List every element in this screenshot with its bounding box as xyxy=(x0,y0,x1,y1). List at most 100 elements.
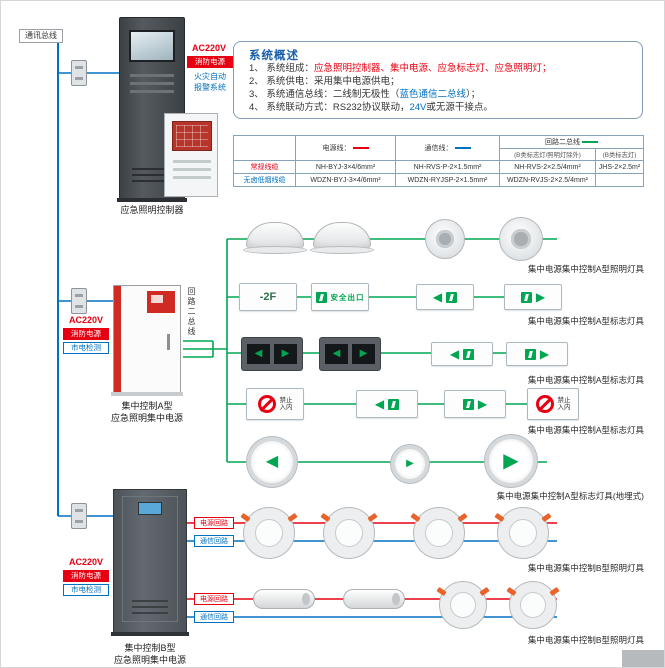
exit-sign-left: ◀ xyxy=(431,342,493,366)
sub-panel-slot xyxy=(173,160,211,163)
loop-bus-trunk xyxy=(183,239,228,462)
regular-power-cable: NH-BYJ-3×4/6mm² xyxy=(295,160,396,174)
arrow-right-icon: ▶ xyxy=(539,347,550,361)
no-entry-icon xyxy=(535,395,554,413)
spring-clip-icon xyxy=(287,512,298,523)
overview-item-2: 2、 系统供电：采用集中电源供电； xyxy=(249,76,631,88)
power-b-vent xyxy=(132,606,168,608)
arrow-right-icon: ▶ xyxy=(535,290,546,304)
wire-table-row-regular: 常规线缆 NH-BYJ-3×4/6mm² NH-RVS-P-2×1.5mm² N… xyxy=(233,160,644,174)
spring-clip-icon xyxy=(410,512,421,523)
overview-item-3-suffix: ）； xyxy=(465,89,481,100)
controller-vent xyxy=(132,174,172,176)
arrow-right-icon: ▶ xyxy=(359,347,368,359)
running-man-icon xyxy=(463,348,475,360)
buried-light: ▶ xyxy=(391,445,429,483)
floor-sign: ◀ ▶ xyxy=(319,337,381,371)
power-b-vent xyxy=(132,612,168,614)
power-a-red-stripe xyxy=(114,286,121,392)
controller-base xyxy=(117,198,187,202)
lszh-loop-cable: WDZN-RVJS-2×2.5/4mm² xyxy=(499,173,596,187)
power-loop-label: 电源回路 xyxy=(194,593,234,605)
power-b-fire-power-label: 消防电源 xyxy=(63,570,109,582)
floor-sign: ◀ ▶ xyxy=(241,337,303,371)
downlight xyxy=(436,581,490,629)
controller-screen xyxy=(129,30,175,62)
spring-clip-icon xyxy=(506,586,517,597)
spring-clip-icon xyxy=(240,512,251,523)
tube-lamp xyxy=(253,589,315,609)
regular-loop-cable-b: JHS-2×2.5m² xyxy=(595,160,644,174)
no-entry-text-line2: 入内 xyxy=(279,404,293,411)
spring-clip-icon xyxy=(367,512,378,523)
lszh-power-cable: WDZN-BYJ-3×4/6mm² xyxy=(295,173,396,187)
running-man-icon xyxy=(524,348,536,360)
floor-sign-panel: ▶ xyxy=(273,343,298,365)
arrow-left-icon: ◀ xyxy=(374,397,385,411)
bus-module-icon xyxy=(71,288,87,314)
downlight xyxy=(410,507,468,559)
downlight xyxy=(240,507,298,559)
arrow-left-icon: ◀ xyxy=(265,453,279,470)
power-b-door xyxy=(122,496,178,622)
arrow-left-icon: ◀ xyxy=(432,290,443,304)
exit-sign-left: ◀ xyxy=(416,284,474,310)
exit-sign-left: ◀ xyxy=(356,390,418,418)
regular-cable-label: 常规线缆 xyxy=(233,160,296,174)
comm-line-header: 通信线： xyxy=(395,135,500,161)
spring-clip-icon xyxy=(549,586,560,597)
overview-item-1: 1、 系统组成：应急照明控制器、集中电源、应急标志灯、应急照明灯； xyxy=(249,63,631,75)
controller-vent xyxy=(132,180,172,182)
ceiling-lamp xyxy=(243,222,307,254)
running-man-icon xyxy=(446,291,458,303)
lszh-cable-label: 无卤低烟线缆 xyxy=(233,173,296,187)
regular-loop-cable: NH-RVS-2×2.5/4mm² xyxy=(499,160,596,174)
running-man-icon xyxy=(520,291,532,303)
controller-fire-power-label: 消防电源 xyxy=(187,56,233,68)
page-corner xyxy=(622,650,664,667)
spring-clip-icon xyxy=(541,512,552,523)
loop-bus-vertical-label: 回路二总线 xyxy=(187,287,196,337)
sub-panel-display xyxy=(172,121,212,151)
arrow-right-icon: ▶ xyxy=(281,347,290,359)
power-b-cabinet xyxy=(111,489,189,636)
arrow-right-icon: ▶ xyxy=(406,458,414,469)
buried-light-right: ▶ xyxy=(485,435,537,487)
power-a-base xyxy=(111,392,183,396)
spring-clip-icon xyxy=(479,586,490,597)
power-b-caption-line1: 集中控制B型 xyxy=(124,643,176,653)
running-man-icon xyxy=(462,398,474,410)
overview-item-4-highlight: 24V xyxy=(409,102,427,113)
arrow-right-icon: ▶ xyxy=(477,397,488,411)
running-man-icon xyxy=(315,291,327,303)
sub-panel-slot xyxy=(173,168,211,171)
overview-item-3-highlight: 蓝色通信二总线 xyxy=(399,89,466,100)
power-loop-label: 电源回路 xyxy=(194,517,234,529)
tube-lamp xyxy=(343,589,405,609)
no-entry-text-line2: 入内 xyxy=(557,404,571,411)
controller-button-row xyxy=(130,74,174,77)
overview-item-4-prefix: 4、 系统联动方式：RS232协议联动， xyxy=(249,102,410,113)
no-entry-text: 禁止入内 xyxy=(280,397,293,412)
exit-sign-right: ▶ xyxy=(444,390,506,418)
floor-sign-panel: ◀ xyxy=(324,343,349,365)
exit-sign: 安全出口 xyxy=(311,283,369,311)
downlight xyxy=(494,507,552,559)
controller-ac220v-label: AC220V xyxy=(191,43,227,53)
comm-loop-label: 通信回路 xyxy=(194,535,234,547)
spring-clip-icon xyxy=(457,512,468,523)
arrow-left-icon: ◀ xyxy=(449,347,460,361)
floor-label-text: -2F xyxy=(259,291,277,303)
power-a-mains-check-label: 市电检测 xyxy=(63,342,109,354)
fire-alarm-system-label-line1: 火灾自动 xyxy=(194,72,226,81)
row1-caption: 集中电源集中控制A型照明灯具 xyxy=(527,264,644,274)
wire-table-header-row: 电源线： 通信线： 回路二总线 xyxy=(233,135,644,161)
power-a-handle xyxy=(167,334,170,350)
fire-alarm-system-label-line2: 报警系统 xyxy=(194,83,226,92)
ceiling-lamp xyxy=(310,222,374,254)
lszh-comm-cable: WDZN-RYJSP-2×1.5mm² xyxy=(395,173,500,187)
loop-bus-header-text: 回路二总线 xyxy=(545,139,580,146)
overview-item-2-prefix: 2、 系统供电： xyxy=(249,76,314,87)
power-b-caption-line2: 应急照明集中电源 xyxy=(113,655,186,665)
wire-spec-table: 电源线： 通信线： 回路二总线 (B类标志灯/照明灯除外) (B类标志灯) 常规… xyxy=(233,135,644,187)
